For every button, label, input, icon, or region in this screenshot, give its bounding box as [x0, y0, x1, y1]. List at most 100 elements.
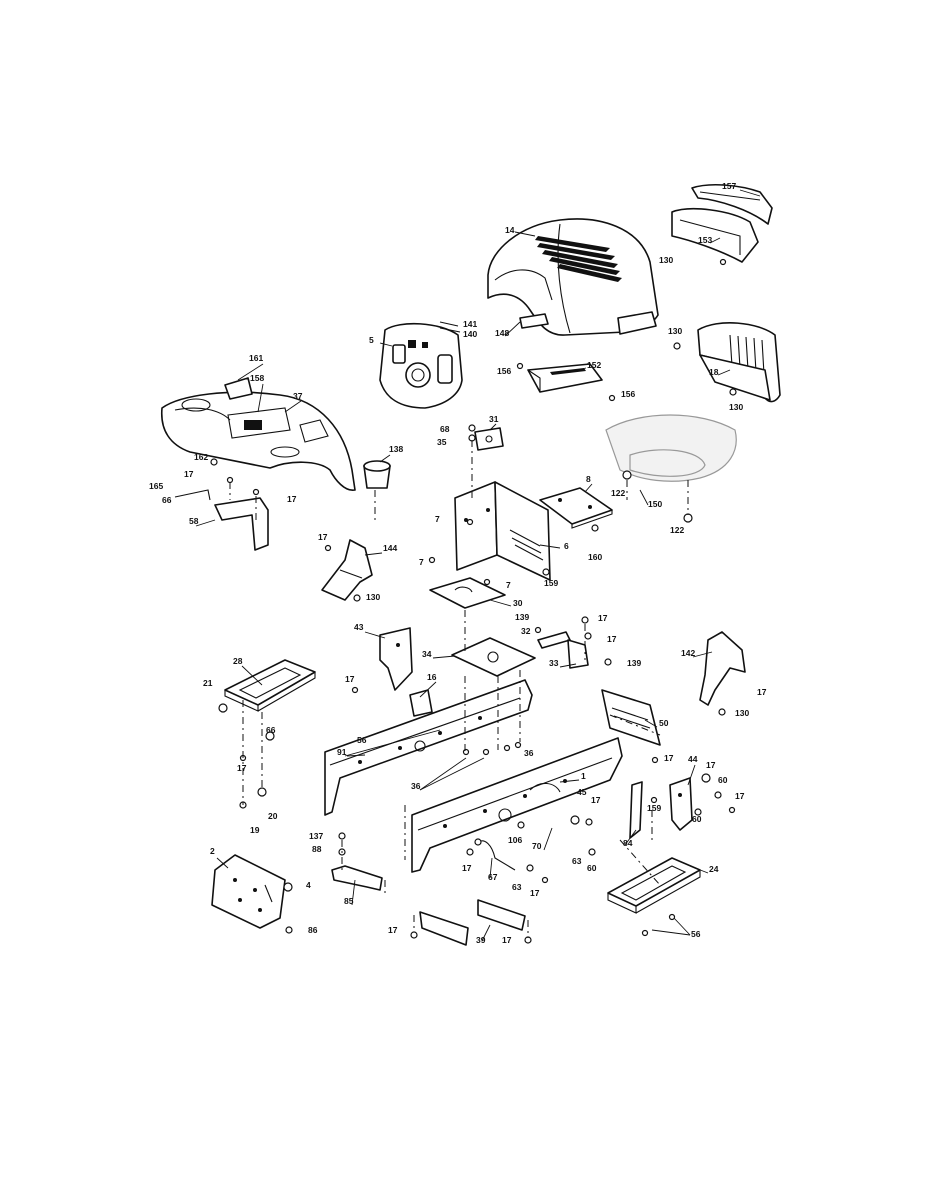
plate-8-part — [539, 487, 613, 529]
battery-box-part — [429, 481, 551, 609]
callout-c157: 157 — [722, 181, 736, 191]
callout-c36b: 36 — [411, 781, 421, 791]
callout-c122a: 122 — [611, 488, 625, 498]
callout-c7c: 7 — [506, 580, 511, 590]
callout-c17o: 17 — [388, 925, 398, 935]
callout-c70: 70 — [532, 841, 542, 851]
callout-c32: 32 — [521, 626, 531, 636]
callout-c37: 37 — [293, 391, 303, 401]
hood-part — [487, 218, 659, 336]
bracket-39-part — [419, 899, 526, 946]
callout-c1: 1 — [581, 771, 586, 781]
callout-c150: 150 — [648, 499, 662, 509]
plate-34-part — [451, 637, 536, 677]
callout-c17c: 17 — [318, 532, 328, 542]
callout-c6: 6 — [564, 541, 569, 551]
callout-c17b: 17 — [287, 494, 297, 504]
bracket-142-part — [699, 631, 746, 706]
callout-c130d: 130 — [366, 592, 380, 602]
callout-c142: 142 — [681, 648, 695, 658]
callout-c139a: 139 — [515, 612, 529, 622]
callout-c160: 160 — [588, 552, 602, 562]
plate-2-part — [211, 854, 286, 929]
bracket-85-part — [331, 865, 383, 891]
callout-c60a: 60 — [718, 775, 728, 785]
callout-c56b: 56 — [691, 929, 701, 939]
bracket-32-part — [537, 631, 589, 669]
callout-c17a: 17 — [184, 469, 194, 479]
callout-c16: 16 — [427, 672, 437, 682]
rod-67-part — [474, 838, 516, 871]
callout-c91: 91 — [337, 747, 347, 757]
callout-c17e: 17 — [607, 634, 617, 644]
callout-c66a: 66 — [162, 495, 172, 505]
callout-c148: 148 — [495, 328, 509, 338]
callout-c17j: 17 — [706, 760, 716, 770]
left-frame-rail-part — [324, 679, 533, 816]
callout-c106: 106 — [508, 835, 522, 845]
callout-c17n: 17 — [530, 888, 540, 898]
callout-c17h: 17 — [237, 763, 247, 773]
bracket-58-part — [174, 489, 269, 551]
callout-c21: 21 — [203, 678, 213, 688]
callout-c153: 153 — [698, 235, 712, 245]
callout-c144: 144 — [383, 543, 397, 553]
leader-lines — [195, 189, 761, 942]
callout-c141: 141 — [463, 319, 477, 329]
callout-c31: 31 — [489, 414, 499, 424]
callout-c60c: 60 — [587, 863, 597, 873]
callout-c17m: 17 — [462, 863, 472, 873]
callout-c140: 140 — [463, 329, 477, 339]
bracket-152-part — [527, 363, 603, 393]
callout-c67: 67 — [488, 872, 498, 882]
callout-c36a: 36 — [524, 748, 534, 758]
callout-c17p: 17 — [502, 935, 512, 945]
dash-panel-part — [379, 321, 463, 409]
body-pan-part — [161, 377, 356, 491]
bracket-144-part — [321, 539, 373, 601]
bracket-50-part — [601, 689, 661, 746]
callout-c50: 50 — [659, 718, 669, 728]
callout-c68: 68 — [440, 424, 450, 434]
callout-c20: 20 — [268, 811, 278, 821]
callout-c8: 8 — [586, 474, 591, 484]
right-frame-rail-part — [411, 737, 623, 873]
callout-c34: 34 — [422, 649, 432, 659]
callout-c33: 33 — [549, 658, 559, 668]
callout-c139b: 139 — [627, 658, 641, 668]
callout-c35: 35 — [437, 437, 447, 447]
callout-c30: 30 — [513, 598, 523, 608]
callout-c138: 138 — [389, 444, 403, 454]
callout-c130c: 130 — [729, 402, 743, 412]
hood-trim-part — [671, 184, 773, 263]
callout-c43: 43 — [354, 622, 364, 632]
callout-c2: 2 — [210, 846, 215, 856]
callout-c63b: 63 — [512, 882, 522, 892]
plate-31-part — [474, 427, 504, 451]
callout-c17g: 17 — [757, 687, 767, 697]
callout-c86: 86 — [308, 925, 318, 935]
callout-c17f: 17 — [345, 674, 355, 684]
callout-c66b: 66 — [266, 725, 276, 735]
callout-c159b: 159 — [647, 803, 661, 813]
assembly-lines — [229, 440, 689, 938]
grille-part — [697, 322, 781, 403]
callout-c17d: 17 — [598, 613, 608, 623]
callout-c63a: 63 — [572, 856, 582, 866]
callout-c58: 58 — [189, 516, 199, 526]
callout-c130e: 130 — [735, 708, 749, 718]
callout-c152: 152 — [587, 360, 601, 370]
callout-c18: 18 — [709, 367, 719, 377]
callout-c5: 5 — [369, 335, 374, 345]
callout-c44: 44 — [688, 754, 698, 764]
callout-c84: 84 — [623, 838, 633, 848]
hardware-fasteners — [210, 258, 737, 944]
callout-c88: 88 — [312, 844, 322, 854]
footrest-28-part — [224, 659, 316, 712]
fender-150-part — [605, 414, 737, 482]
callout-c24: 24 — [709, 864, 719, 874]
callout-c17k: 17 — [735, 791, 745, 801]
callout-c85: 85 — [344, 896, 354, 906]
